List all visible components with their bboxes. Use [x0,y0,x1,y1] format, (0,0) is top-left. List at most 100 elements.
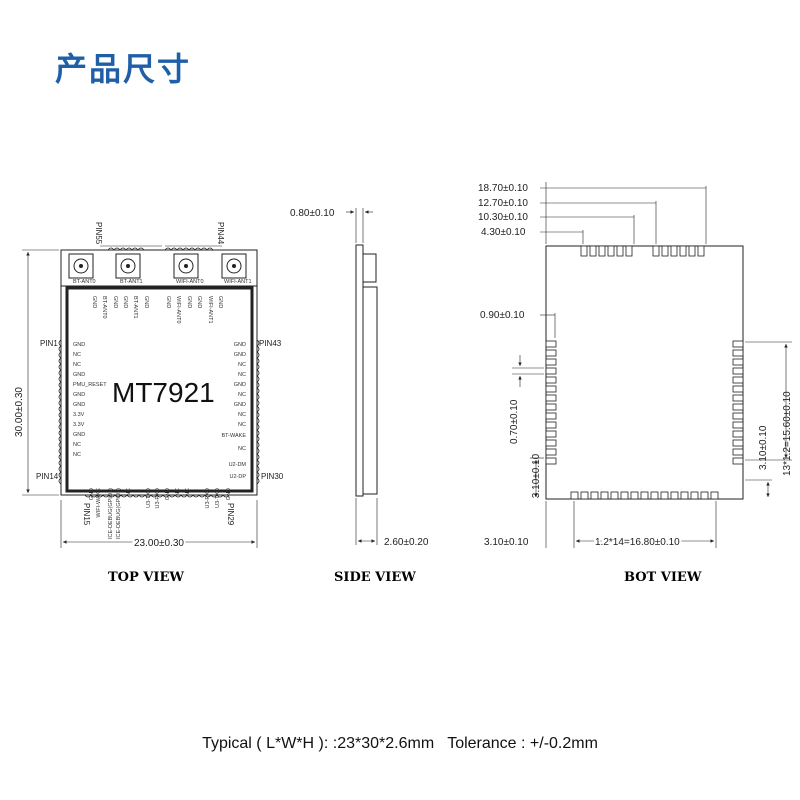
top-view-castellation [58,247,260,498]
left-pin-label: GND [73,372,85,378]
pin30-label: PIN30 [261,472,284,481]
pin14-label: PIN14 [36,472,59,481]
side-view: 0.80±0.10 2.60±0.20 [290,208,429,548]
antenna-connector-ring [73,258,89,274]
left-pin-label: NC [73,452,81,458]
right-pin-label: BT-WAKE [221,433,246,439]
bot-right-pads [732,340,744,465]
pad [570,491,579,500]
pad [545,457,557,465]
bottom-pin-label: U3-TXD [215,488,221,508]
right-pin-label: GND [234,382,246,388]
right-pin-label: GND [234,352,246,358]
pad [661,245,669,257]
dim-bot-5: 0.90±0.10 [480,310,525,321]
pad [732,430,744,438]
side-shield [362,286,378,495]
left-pin-label: NC [73,442,81,448]
pad [545,439,557,447]
pad [650,491,659,500]
side-connector [362,253,377,283]
pad [732,376,744,384]
right-pin-label: GND [234,402,246,408]
pad [545,421,557,429]
pad [620,491,629,500]
top-view-label: TOP VIEW [108,570,184,585]
pad [732,448,744,456]
dim-bot-7: 3.10±0.10 [531,453,542,498]
antenna-label: WIFI-ANT0 [176,279,204,285]
antenna-connector-pin [184,264,188,268]
dim-bot-2: 12.70±0.10 [478,198,528,209]
pin43-label: PIN43 [259,339,282,348]
antenna-label: WIFI-ANT1 [224,279,252,285]
antenna-connector-ring [120,258,136,274]
pad [545,385,557,393]
bottom-pin-label: GND [165,488,171,500]
pad [589,245,597,257]
left-pin-label: GND [73,392,85,398]
pad [732,385,744,393]
pad [590,491,599,500]
bottom-pin-label: NC [185,488,191,496]
top-pin-label: GND [122,296,128,308]
top-pin-label: GND [91,296,97,308]
top-pin-label: WIFI-ANT1 [207,296,213,324]
dim-bot-8: 13*1.2=15.60±0.10 [782,391,793,476]
pad [545,412,557,420]
antenna-label: BT-ANT1 [120,279,143,285]
right-castellation [256,339,260,485]
left-pin-label: PMU_RESET [73,382,107,388]
bot-view-label: BOT VIEW [624,570,702,585]
pad [660,491,669,500]
pad [732,403,744,411]
pad [545,430,557,438]
bot-top-dimensions [540,182,707,244]
pad [600,491,609,500]
dim-side-thick: 2.60±0.20 [384,537,429,548]
pad [545,394,557,402]
pad [670,245,678,257]
top-view: BT-ANT0 BT-ANT1 WIFI-ANT0 WIFI-ANT1 MT79… [14,222,284,551]
right-pin-label: NC [238,412,246,418]
footer-spec: Typical ( L*W*H ): :23*30*2.6mm Toleranc… [0,735,800,753]
bot-left-pads [545,340,557,465]
left-pin-label: GND [73,342,85,348]
dim-bot-1: 18.70±0.10 [478,183,528,194]
top-pin-label: GND [165,296,171,308]
pad [598,245,606,257]
left-pin-label: NC [73,362,81,368]
top-pin-label: GND [196,296,202,308]
top-pin-label: BT-ANT0 [101,296,107,319]
pad [545,349,557,357]
pad [732,457,744,465]
pad [732,340,744,348]
pad [710,491,719,500]
dim-side-top: 0.80±0.10 [290,208,335,219]
top-pin-labels: GND BT-ANT0 GND GND BT-ANT1 GND GND WIFI… [91,296,223,324]
right-pin-label: NC [238,446,246,452]
top-pin-label: BT-ANT1 [132,296,138,319]
left-castellation [58,339,62,485]
pad [545,403,557,411]
pin29-label: PIN29 [226,503,235,526]
top-pin-label: GND [186,296,192,308]
tolerance: Tolerance : +/-0.2mm [447,735,598,752]
bottom-view: 18.70±0.10 12.70±0.10 10.30±0.10 4.30±0.… [478,182,793,550]
left-pin-label: 3.3V [73,412,85,418]
bot-top-pads [580,245,705,257]
antenna-connector-pin [79,264,83,268]
right-pin-label: U2-DP [229,474,246,480]
right-pin-label: NC [238,392,246,398]
pad [732,421,744,429]
dim-bot-3: 10.30±0.10 [478,212,528,223]
pad [625,245,633,257]
bottom-pin-label: NC [126,488,132,496]
antenna-connector-ring [178,258,194,274]
bottom-pin-label: GND [89,488,95,500]
pad [732,394,744,402]
typical-dimensions: Typical ( L*W*H ): :23*30*2.6mm [202,735,435,752]
right-pin-label: GND [234,342,246,348]
pin44-label: PIN44 [216,222,225,245]
